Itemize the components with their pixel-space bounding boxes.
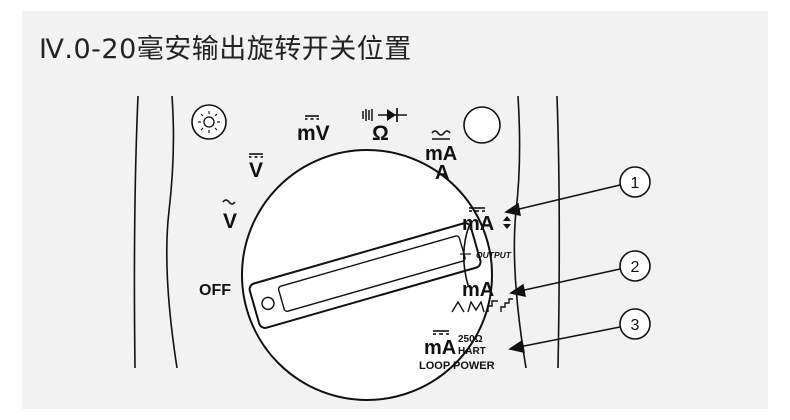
amps-label: A: [435, 162, 449, 184]
callout-1-number: 1: [631, 175, 640, 192]
body-left-groove: [165, 95, 178, 369]
diagram-frame: Ⅳ.0-20毫安输出旋转开关位置: [22, 11, 768, 409]
callout-2-arrowhead: [509, 283, 526, 297]
adjust-down-icon: [503, 224, 511, 229]
callout-2-arrow: [519, 268, 621, 292]
ma-output-label: mA: [462, 213, 494, 235]
ac-tilde-icon: [222, 199, 236, 205]
volts-ac-label: V: [223, 210, 237, 233]
volts-dc-label: V: [249, 159, 263, 182]
hold-button: [463, 106, 501, 144]
millivolts-label: mV: [297, 122, 330, 145]
off-label: OFF: [199, 282, 231, 299]
hart-resistance-label: 250Ω: [458, 334, 483, 345]
rotary-switch-diagram: OFF V V mV Ω mA A mA OUTPUT mA mA 250Ω H…: [133, 95, 651, 401]
callout-2-number: 2: [631, 259, 640, 276]
loop-power-label: LOOP POWER: [419, 360, 495, 372]
callout-1: 1: [619, 166, 651, 198]
body-right-groove: [513, 95, 527, 369]
callout-2: 2: [619, 250, 651, 282]
dc-symbols: [249, 115, 485, 335]
output-bracket: [462, 225, 470, 286]
output-label: OUTPUT: [476, 250, 512, 260]
ma-simulate-label: mA: [462, 279, 494, 301]
callout-1-arrowhead: [504, 202, 521, 216]
callout-3-arrow: [518, 326, 621, 348]
ma-hart-label: mA: [424, 337, 456, 359]
sun-icon: [203, 116, 215, 128]
simulate-wave-icon: [451, 298, 513, 313]
backlight-button: [191, 104, 227, 140]
body-left-edge: [133, 95, 139, 369]
callout-3-arrowhead: [508, 339, 525, 353]
body-right-edge: [556, 95, 561, 369]
dial-pointer: [248, 222, 482, 329]
ac-dc-icon: [431, 130, 451, 136]
callout-3: 3: [619, 308, 651, 340]
hart-label: HART: [458, 346, 486, 357]
callout-3-number: 3: [631, 317, 640, 334]
page-title: Ⅳ.0-20毫安输出旋转开关位置: [39, 34, 412, 65]
diode-icon: [378, 108, 407, 122]
pointer-indicator: [261, 296, 275, 311]
adjust-up-icon: [503, 216, 511, 221]
milliamps-label: mA: [425, 143, 457, 165]
continuity-icon: [362, 109, 373, 121]
callout-1-arrow: [514, 184, 621, 211]
ohms-label: Ω: [372, 122, 389, 145]
